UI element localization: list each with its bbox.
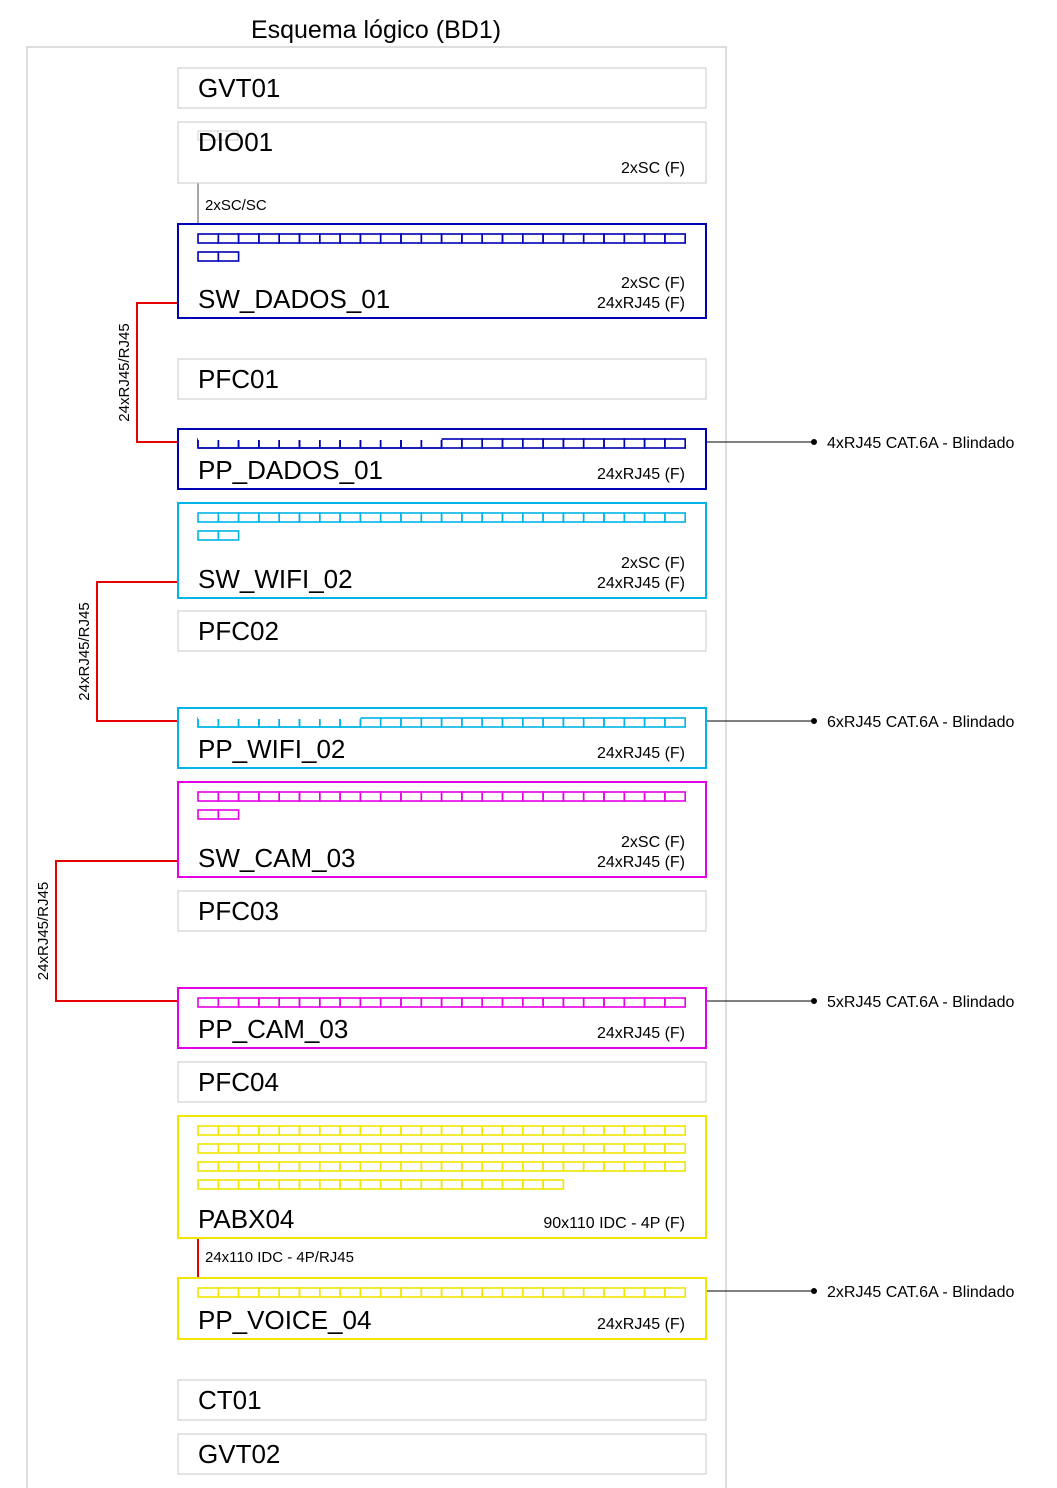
rack-unit-name: PP_VOICE_04 bbox=[198, 1305, 371, 1335]
port-descriptor: 24xRJ45 (F) bbox=[597, 295, 685, 312]
rack-unit-frame bbox=[177, 502, 707, 599]
port-descriptor: 2xSC (F) bbox=[621, 275, 685, 292]
rack-unit-sw_wifi_02: SW_WIFI_02 2xSC (F) 24xRJ45 (F) bbox=[177, 502, 707, 599]
rack-unit-name: PFC02 bbox=[198, 616, 279, 646]
port-descriptor: 24xRJ45 (F) bbox=[597, 1025, 685, 1042]
port-descriptor: 24xRJ45 (F) bbox=[597, 575, 685, 592]
port bbox=[664, 1143, 687, 1154]
rack-unit-pp_dados_01: PP_DADOS_01 24xRJ45 (F) bbox=[177, 428, 707, 490]
outlet-dot-icon bbox=[811, 718, 817, 724]
outlet-label: 2xRJ45 CAT.6A - Blindado bbox=[827, 1284, 1014, 1301]
rack-unit-gvt01: GVT01 bbox=[177, 67, 707, 109]
rack-unit-frame bbox=[177, 121, 707, 184]
rack-unit-pp_cam_03: PP_CAM_03 24xRJ45 (F) bbox=[177, 987, 707, 1049]
connection-lines bbox=[55, 183, 817, 1294]
port bbox=[542, 1179, 565, 1190]
rack-unit-name: PFC04 bbox=[198, 1067, 279, 1097]
rack-unit-pfc03: PFC03 bbox=[177, 890, 707, 932]
port bbox=[664, 233, 687, 244]
patch-cord-line bbox=[136, 302, 178, 443]
port-descriptor: 24xRJ45 (F) bbox=[597, 1316, 685, 1333]
port bbox=[664, 997, 687, 1008]
rack-unit-name: SW_CAM_03 bbox=[198, 843, 356, 873]
rack-unit-gvt02: GVT02 bbox=[177, 1433, 707, 1475]
fiber-cord-label: 2xSC/SC bbox=[205, 197, 267, 214]
rack-unit-frame bbox=[177, 610, 707, 652]
rack-unit-ct01: CT01 bbox=[177, 1379, 707, 1421]
port bbox=[664, 791, 687, 802]
port-descriptor: 24xRJ45 (F) bbox=[597, 466, 685, 483]
rack-unit-frame bbox=[177, 1115, 707, 1239]
port-descriptor: 90x110 IDC - 4P (F) bbox=[543, 1215, 685, 1232]
patch-cord-label: 24xRJ45/RJ45 bbox=[76, 602, 93, 700]
rack-unit-frame bbox=[177, 67, 707, 109]
rack-unit-name: PABX04 bbox=[198, 1204, 294, 1234]
port bbox=[664, 1125, 687, 1136]
fiber-port-icon bbox=[217, 130, 239, 141]
rack-unit-name: PFC03 bbox=[198, 896, 279, 926]
port bbox=[664, 512, 687, 523]
rack-unit-name: PFC01 bbox=[198, 364, 279, 394]
patch-cord-label: 24xRJ45/RJ45 bbox=[116, 323, 133, 421]
port-descriptor: 2xSC (F) bbox=[621, 555, 685, 572]
rack-unit-pp_wifi_02: PP_WIFI_02 24xRJ45 (F) bbox=[177, 707, 707, 769]
port bbox=[664, 1161, 687, 1172]
rack-frame bbox=[26, 46, 727, 1488]
rack-unit-frame bbox=[177, 358, 707, 400]
rack-unit-name: DIO01 bbox=[198, 127, 273, 157]
rack-unit-frame bbox=[177, 1061, 707, 1103]
outlet-label: 5xRJ45 CAT.6A - Blindado bbox=[827, 994, 1014, 1011]
port bbox=[664, 717, 687, 728]
rack-unit-frame bbox=[177, 890, 707, 932]
connection-labels: 2xSC/SC 24xRJ45/RJ45 24xRJ45/RJ45 24xRJ45/R… bbox=[35, 197, 1014, 1301]
outlet-dot-icon bbox=[811, 439, 817, 445]
rack-unit-pfc02: PFC02 bbox=[177, 610, 707, 652]
port bbox=[217, 809, 240, 820]
port bbox=[664, 1287, 687, 1298]
rack-unit-sw_cam_03: SW_CAM_03 2xSC (F) 24xRJ45 (F) bbox=[177, 781, 707, 878]
rack-unit-name: PP_WIFI_02 bbox=[198, 734, 345, 764]
outlet-label: 6xRJ45 CAT.6A - Blindado bbox=[827, 714, 1014, 731]
rack-unit-frame bbox=[177, 1433, 707, 1475]
port bbox=[217, 251, 240, 262]
port-descriptor: 2xSC (F) bbox=[621, 160, 685, 177]
rack-unit-name: SW_DADOS_01 bbox=[198, 284, 390, 314]
rack-unit-name: CT01 bbox=[198, 1385, 262, 1415]
rack-unit-pp_voice_04: PP_VOICE_04 24xRJ45 (F) bbox=[177, 1277, 707, 1340]
port bbox=[217, 530, 240, 541]
rack-unit-name: GVT01 bbox=[198, 73, 280, 103]
patch-cord-label: 24xRJ45/RJ45 bbox=[35, 882, 52, 980]
diagram-title: Esquema lógico (BD1) bbox=[251, 16, 501, 44]
patch-cord-line bbox=[96, 581, 178, 722]
outlet-dot-icon bbox=[811, 998, 817, 1004]
port-descriptor: 2xSC (F) bbox=[621, 834, 685, 851]
rack-unit-frame bbox=[177, 1379, 707, 1421]
port-descriptor: 24xRJ45 (F) bbox=[597, 745, 685, 762]
rack-unit-name: PP_DADOS_01 bbox=[198, 455, 383, 485]
rack-unit-pfc01: PFC01 bbox=[177, 358, 707, 400]
rack-unit-pabx04: PABX04 90x110 IDC - 4P (F) bbox=[177, 1115, 707, 1239]
rack-unit-dio01: DIO01 2xSC (F) bbox=[177, 121, 707, 184]
patch-cord-line bbox=[55, 860, 178, 1002]
rack-unit-name: GVT02 bbox=[198, 1439, 280, 1469]
rack-unit-name: PP_CAM_03 bbox=[198, 1014, 348, 1044]
outlet-label: 4xRJ45 CAT.6A - Blindado bbox=[827, 435, 1014, 452]
port bbox=[664, 438, 687, 449]
rack-unit-pfc04: PFC04 bbox=[177, 1061, 707, 1103]
port-descriptor: 24xRJ45 (F) bbox=[597, 854, 685, 871]
rack-unit-name: SW_WIFI_02 bbox=[198, 564, 353, 594]
rack-unit-sw_dados_01: SW_DADOS_01 2xSC (F) 24xRJ45 (F) bbox=[177, 223, 707, 319]
outlet-dot-icon bbox=[811, 1288, 817, 1294]
patch-cord-label: 24x110 IDC - 4P/RJ45 bbox=[205, 1249, 354, 1266]
